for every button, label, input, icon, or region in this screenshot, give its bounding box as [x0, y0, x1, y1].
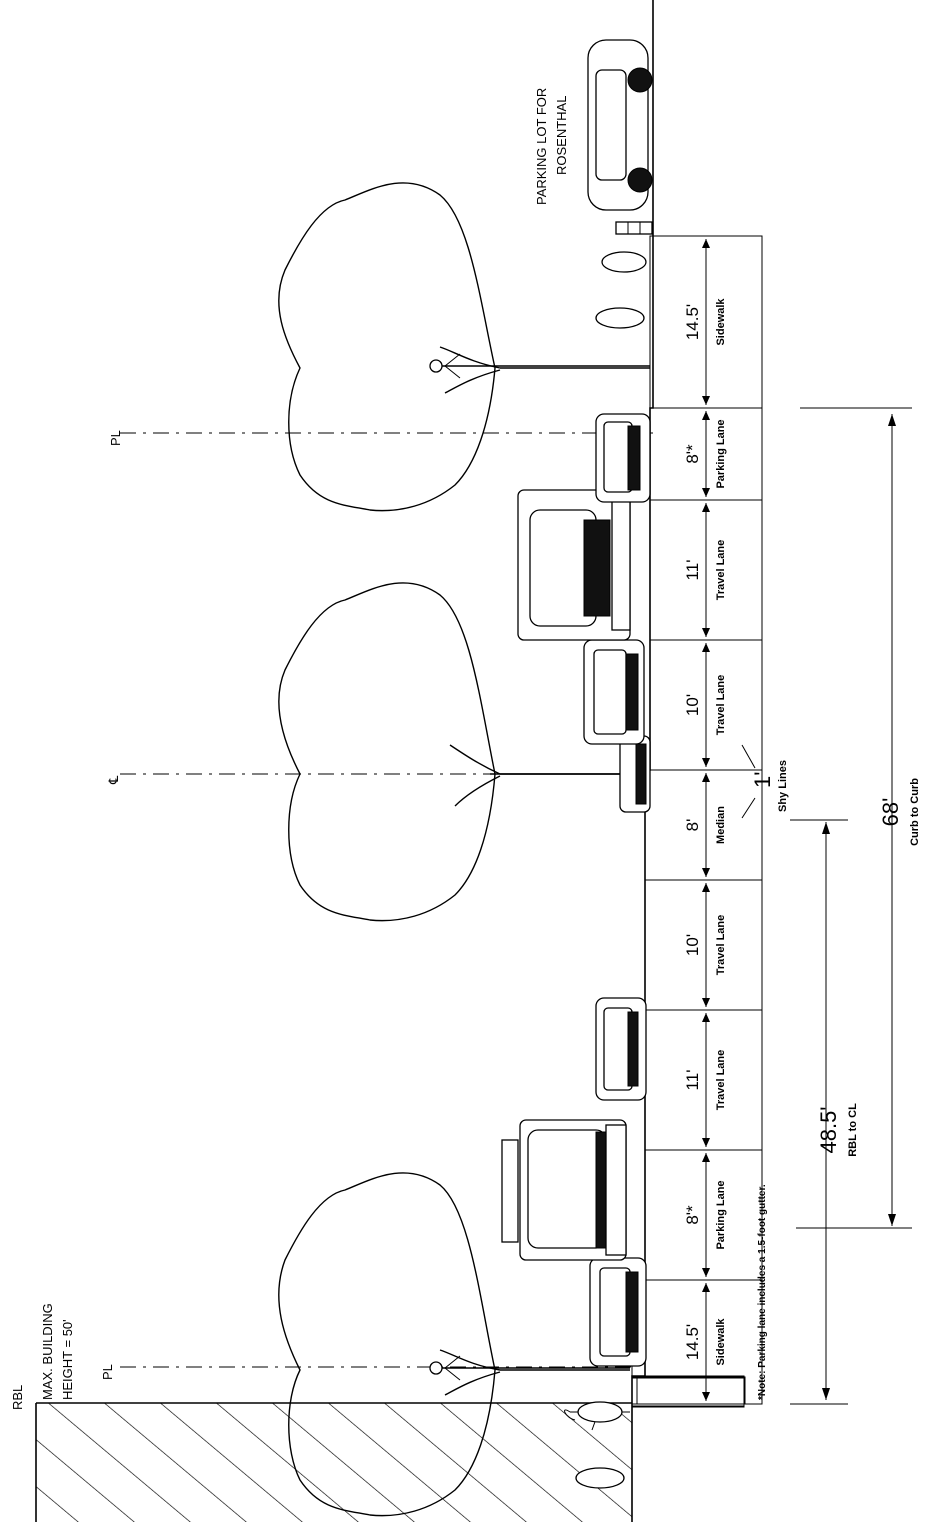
car-parking-lot — [587, 39, 653, 211]
segment-dim-5: 10' — [683, 694, 702, 716]
segment-dim-2: 11' — [683, 1070, 702, 1091]
segment-arrow-6-0 — [702, 503, 710, 512]
segment-box-1 — [644, 1149, 763, 1281]
totals: 48.5' RBL to CL 68' Curb to Curb — [816, 778, 921, 1157]
segment-arrow-1-1 — [702, 1268, 710, 1277]
segment-arrow-7-0 — [702, 411, 710, 420]
rbl-to-cl-dim: 48.5' — [816, 1106, 841, 1153]
segment-arrow-8-0 — [702, 239, 710, 248]
segment-dim-7: 8'* — [683, 444, 702, 464]
segment-arrow-4-1 — [702, 868, 710, 877]
segment-arrow-1-0 — [702, 1153, 710, 1162]
segment-arrow-3-0 — [702, 883, 710, 892]
segment-dim-1: 8'* — [683, 1205, 702, 1225]
tree-median — [278, 582, 640, 922]
car-travel-lower — [595, 997, 647, 1101]
segment-arrow-3-1 — [702, 998, 710, 1007]
segment-name-4: Median — [715, 806, 727, 844]
segment-arrow-5-1 — [702, 758, 710, 767]
curb-to-curb-name: Curb to Curb — [909, 778, 921, 846]
segment-dim-6: 11' — [683, 560, 702, 581]
segment-name-1: Parking Lane — [715, 1180, 727, 1249]
parking-lot-label-2: ROSENTHAL — [554, 96, 569, 175]
rbl-to-cl-name: RBL to CL — [847, 1103, 859, 1157]
building-hatch — [35, 1402, 632, 1522]
shy-lines-dim: 1' — [750, 772, 775, 788]
car-travel-upper — [583, 639, 645, 745]
segment-name-0: Sidewalk — [715, 1318, 727, 1366]
segment-dim-0: 14.5' — [683, 1324, 702, 1360]
rbl-label: RBL — [10, 1385, 25, 1410]
segment-arrow-8-1 — [702, 396, 710, 405]
segment-dim-3: 10' — [683, 934, 702, 956]
shy-lines-annotation: 1' Shy Lines — [741, 744, 789, 819]
tree-lower — [278, 1172, 630, 1517]
bus-upper — [517, 489, 631, 641]
max-building-label-2: HEIGHT = 50' — [60, 1319, 75, 1400]
pl-label-lower: PL — [100, 1364, 115, 1380]
shy-lines-name: Shy Lines — [777, 760, 789, 812]
segment-labels: 14.5' Sidewalk 8'* Parking Lane 11' Travel La… — [683, 239, 727, 1401]
segment-arrow-5-0 — [702, 643, 710, 652]
segment-name-2: Travel Lane — [715, 1050, 727, 1111]
rbl-to-cl-arrow-1 — [822, 1388, 830, 1400]
segment-arrow-0-0 — [702, 1283, 710, 1292]
car-parking-upper — [595, 413, 651, 503]
dimension-lines — [790, 407, 912, 1405]
max-building-label-1: MAX. BUILDING — [40, 1303, 55, 1400]
parking-lot-label-1: PARKING LOT FOR — [534, 88, 549, 205]
segment-box-4 — [644, 769, 763, 881]
segment-arrow-7-1 — [702, 488, 710, 497]
curb-to-curb-arrow-0 — [888, 414, 896, 426]
segment-name-8: Sidewalk — [715, 298, 727, 346]
rbl-to-cl-arrow-0 — [822, 822, 830, 834]
segment-arrow-4-0 — [702, 773, 710, 782]
segment-dim-4: 8' — [683, 819, 702, 832]
segment-arrow-0-1 — [702, 1392, 710, 1401]
segment-name-3: Travel Lane — [715, 915, 727, 976]
segment-arrow-2-1 — [702, 1138, 710, 1147]
parking-note: *Note: Parking lane includes a 1.5-foot … — [757, 1184, 768, 1400]
segment-dim-8: 14.5' — [683, 304, 702, 340]
segment-arrow-2-0 — [702, 1013, 710, 1022]
pedestrians — [564, 251, 647, 1489]
curb-to-curb-dim: 68' — [878, 798, 903, 827]
bus-lower — [501, 1119, 627, 1261]
segment-name-6: Travel Lane — [715, 540, 727, 601]
tree-upper — [278, 182, 650, 512]
reference-labels: RBL MAX. BUILDING HEIGHT = 50' PL ℄ PL P… — [10, 88, 569, 1410]
segment-box-2 — [644, 1009, 763, 1151]
segment-name-7: Parking Lane — [715, 419, 727, 488]
segment-box-3 — [644, 879, 763, 1011]
segment-arrow-6-1 — [702, 628, 710, 637]
curb-to-curb-arrow-1 — [888, 1214, 896, 1226]
segment-name-5: Travel Lane — [715, 675, 727, 736]
parking-lot-fence — [615, 221, 653, 235]
centerline-label: ℄ — [106, 775, 121, 785]
car-median — [619, 735, 651, 813]
pl-label-upper: PL — [108, 430, 123, 446]
lane-blocks — [631, 1376, 745, 1405]
car-parking-lower — [589, 1257, 647, 1367]
segment-box-8 — [649, 235, 763, 409]
